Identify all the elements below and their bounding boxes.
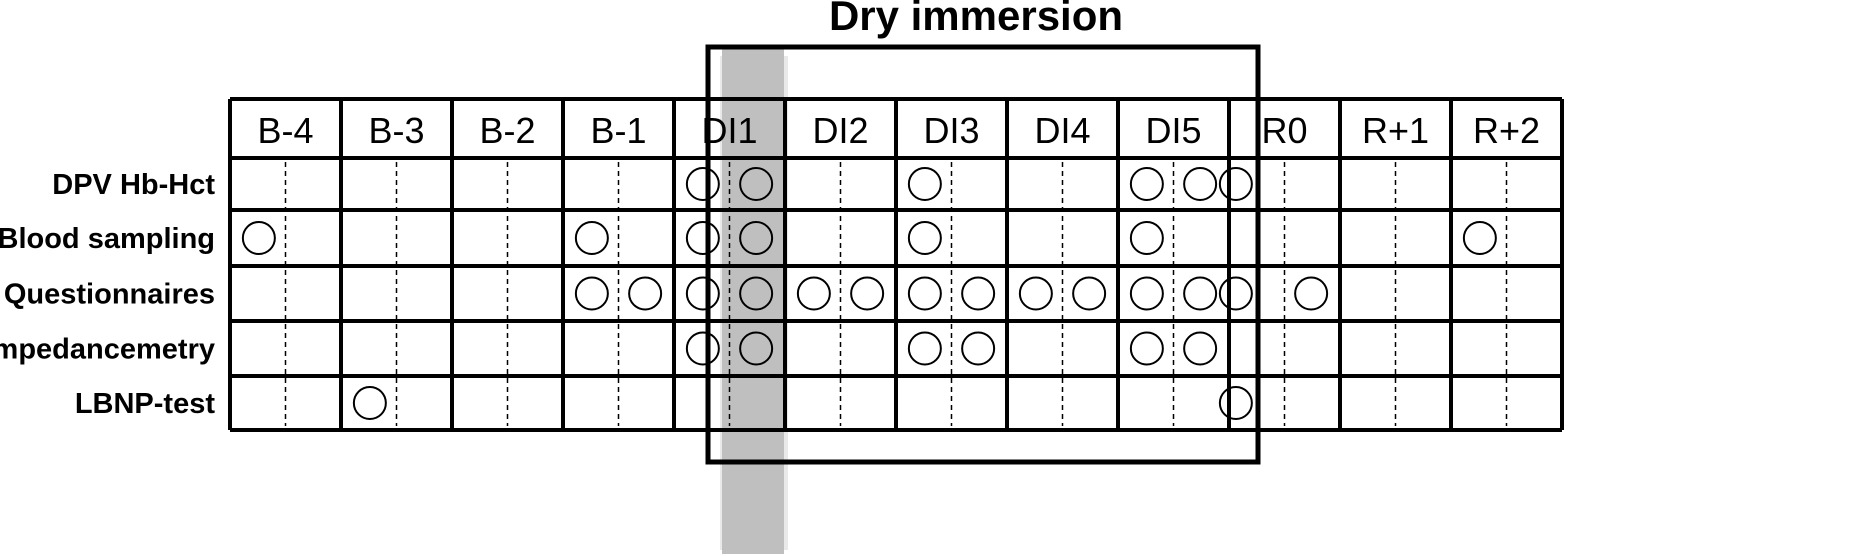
measurement-marker <box>1218 167 1253 201</box>
measurement-marker <box>1129 276 1164 311</box>
measurement-marker <box>1183 331 1218 366</box>
measurement-marker <box>739 331 774 366</box>
measurement-marker <box>685 167 720 201</box>
day-label-b-4: B-4 <box>257 110 313 151</box>
day-label-di2: DI2 <box>812 110 868 151</box>
schedule-grid <box>228 97 1564 432</box>
measurement-marker <box>907 276 942 311</box>
measurement-marker <box>1129 331 1164 366</box>
row-label: Questionnaires <box>4 279 215 311</box>
measurement-marker <box>685 276 720 311</box>
measurement-marker <box>961 331 996 366</box>
day-label-di3: DI3 <box>923 110 979 151</box>
row-label: Impedancemetry <box>0 334 215 366</box>
measurement-marker <box>1183 276 1218 311</box>
measurement-marker <box>1072 276 1107 311</box>
measurement-marker <box>1294 276 1329 311</box>
measurement-marker <box>796 276 831 311</box>
dry-immersion-title: Dry immersion <box>829 0 1123 39</box>
row-label: Blood sampling <box>0 223 215 255</box>
measurement-marker <box>739 276 774 311</box>
measurement-marker <box>1183 167 1218 201</box>
row-label: LBNP-test <box>75 388 216 420</box>
measurement-marker <box>352 386 387 420</box>
measurement-marker <box>1462 221 1497 255</box>
day-label-r0: R0 <box>1261 110 1307 151</box>
measurement-marker <box>574 221 609 255</box>
measurement-marker <box>907 331 942 366</box>
day-label-di4: DI4 <box>1034 110 1090 151</box>
markers-layer <box>241 167 1497 420</box>
measurement-marker <box>739 221 774 255</box>
day-label-di1: DI1 <box>701 110 757 151</box>
measurement-marker <box>907 167 942 201</box>
measurement-marker <box>850 276 885 311</box>
day-label-b-2: B-2 <box>479 110 535 151</box>
measurement-marker <box>1218 276 1253 311</box>
measurement-marker <box>961 276 996 311</box>
measurement-marker <box>1018 276 1053 311</box>
day-label-r+2: R+2 <box>1473 110 1540 151</box>
measurement-marker <box>1129 167 1164 201</box>
measurement-marker <box>574 276 609 311</box>
measurement-marker <box>1218 386 1253 420</box>
day-label-di5: DI5 <box>1145 110 1201 151</box>
measurement-marker <box>1129 221 1164 255</box>
dry-immersion-box <box>705 44 1261 465</box>
day-label-b-3: B-3 <box>368 110 424 151</box>
measurement-marker <box>628 276 663 311</box>
measurement-marker <box>907 221 942 255</box>
measurement-marker <box>739 167 774 201</box>
day-label-b-1: B-1 <box>590 110 646 151</box>
day-label-r+1: R+1 <box>1362 110 1429 151</box>
row-label: DPV Hb-Hct <box>52 169 215 201</box>
measurement-marker <box>241 221 276 255</box>
highlight-band <box>722 48 784 554</box>
measurement-marker <box>685 221 720 255</box>
measurement-marker <box>685 331 720 366</box>
